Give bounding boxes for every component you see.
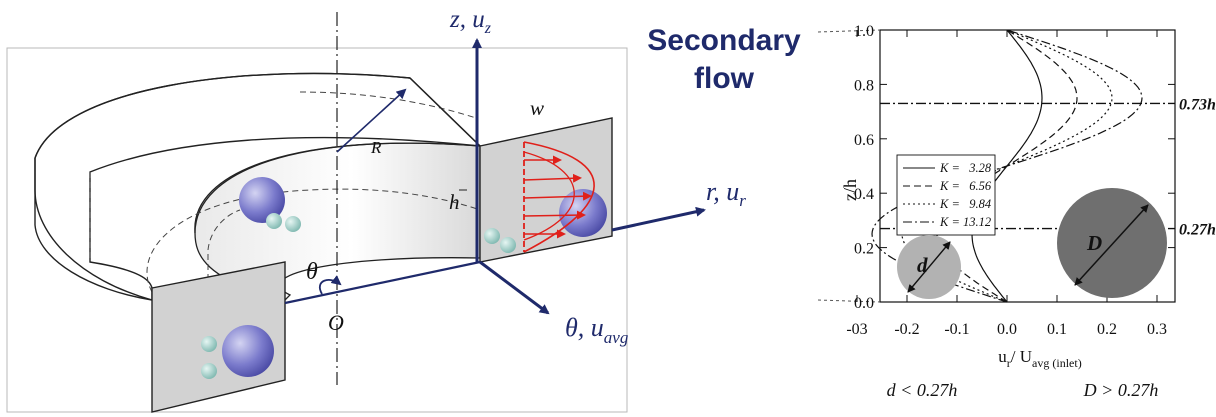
radius-label: R — [370, 138, 382, 157]
particle-d-diameter — [907, 241, 951, 293]
mid-dashed-arc — [146, 188, 481, 293]
caption-small-particle: d < 0.27h — [887, 380, 958, 400]
title-line-2: flow — [694, 62, 755, 95]
height-label: h — [449, 190, 460, 214]
x-tick-label: 0.2 — [1097, 321, 1117, 338]
top-dashed-arc — [299, 91, 477, 119]
y-axis-ticks: 0.0 0.2 0.4 0.6 0.8 1.0 — [854, 23, 1175, 312]
angle-arc — [319, 275, 342, 295]
particle-d-label: d — [917, 253, 928, 277]
projection-line-bottom — [817, 299, 881, 303]
profile-arrow-3 — [523, 191, 592, 201]
particle-small-circle: d — [897, 235, 961, 299]
series-line-4 — [871, 29, 1143, 303]
plot-frame — [879, 29, 1176, 303]
caption-large-particle: D > 0.27h — [1083, 380, 1159, 400]
outer-wall-front-edge — [34, 158, 153, 301]
theta-axis-label: θ, uavg — [565, 313, 628, 347]
title-line-1: Secondary — [647, 24, 801, 57]
x-axis-ticks: -03 -0.2 -0.1 0.0 0.1 0.2 0.3 — [846, 30, 1167, 338]
legend-label-2: K = 6.56 — [939, 179, 992, 193]
x-tick-label: -0.1 — [944, 321, 969, 338]
profile-arrow-4 — [523, 210, 586, 220]
x-axis-label: ur/ Uavg (inlet) — [998, 347, 1081, 370]
secondary-flow-title: Secondary flow — [647, 24, 801, 95]
legend: K = 3.28 K = 6.56 K = 9.84 K = 13.12 — [896, 154, 996, 236]
top-outer-arc — [34, 72, 411, 159]
reference-label-2: 0.27h — [1179, 222, 1216, 239]
z-axis-label: z, uz — [449, 6, 492, 37]
particle-small-left-2 — [201, 363, 217, 379]
particle-D-circle — [1057, 188, 1167, 298]
x-tick-label: -03 — [846, 321, 867, 338]
y-tick-label: 0.4 — [854, 186, 874, 203]
radial-line — [284, 260, 481, 305]
back-section-top-edge — [409, 77, 481, 147]
y-tick-label: 0.2 — [854, 241, 874, 258]
particle-D-diameter — [1074, 204, 1149, 286]
radius-arrow — [336, 88, 407, 153]
r-axis-arrow — [611, 206, 706, 232]
velocity-profile — [523, 141, 595, 253]
legend-label-3: K = 9.84 — [939, 197, 991, 211]
particle-small-left-1 — [201, 336, 217, 352]
hidden-left-dashed — [207, 209, 241, 300]
particle-large-inner — [239, 177, 285, 223]
width-label: w — [530, 96, 544, 120]
origin-label: O — [328, 310, 344, 335]
particle-D-label: D — [1086, 231, 1102, 255]
x-tick-label: 0.1 — [1047, 321, 1067, 338]
y-tick-label: 0.0 — [854, 295, 874, 312]
particle-large-left — [222, 325, 274, 377]
reference-label-1: 0.73h — [1179, 96, 1216, 113]
diagram-border — [6, 47, 628, 413]
y-tick-label: 0.6 — [854, 132, 874, 149]
channel-diagram: z, uz r, ur θ, uavg R h w θ O — [6, 6, 746, 413]
y-tick-label: 0.8 — [854, 77, 874, 94]
velocity-chart: -03 -0.2 -0.1 0.0 0.1 0.2 0.3 0.0 0.2 0.4 0.6 0.8 1… — [817, 23, 1216, 400]
particle-small-inner-2 — [285, 216, 301, 232]
r-axis-label: r, ur — [706, 177, 746, 210]
y-axis-label: z/h — [840, 179, 860, 201]
legend-items: K = 3.28 K = 6.56 K = 9.84 K = 13.12 — [903, 161, 992, 229]
top-inner-arc — [194, 142, 481, 234]
legend-label-4: K = 13.12 — [939, 215, 991, 229]
particle-small-inner-1 — [266, 213, 282, 229]
particle-small-right-2 — [500, 237, 516, 253]
particle-small-right-1 — [484, 228, 500, 244]
legend-label-1: K = 3.28 — [939, 161, 992, 175]
x-tick-label: -0.2 — [894, 321, 919, 338]
y-tick-label: 1.0 — [854, 23, 874, 40]
x-tick-label: 0.3 — [1147, 321, 1167, 338]
angle-label: θ — [306, 259, 318, 285]
particle-large-circle: D — [1057, 188, 1167, 298]
theta-axis-arrow — [479, 260, 550, 315]
projection-line-top — [817, 29, 881, 33]
x-tick-label: 0.0 — [997, 321, 1017, 338]
profile-arrow-2 — [523, 173, 582, 183]
